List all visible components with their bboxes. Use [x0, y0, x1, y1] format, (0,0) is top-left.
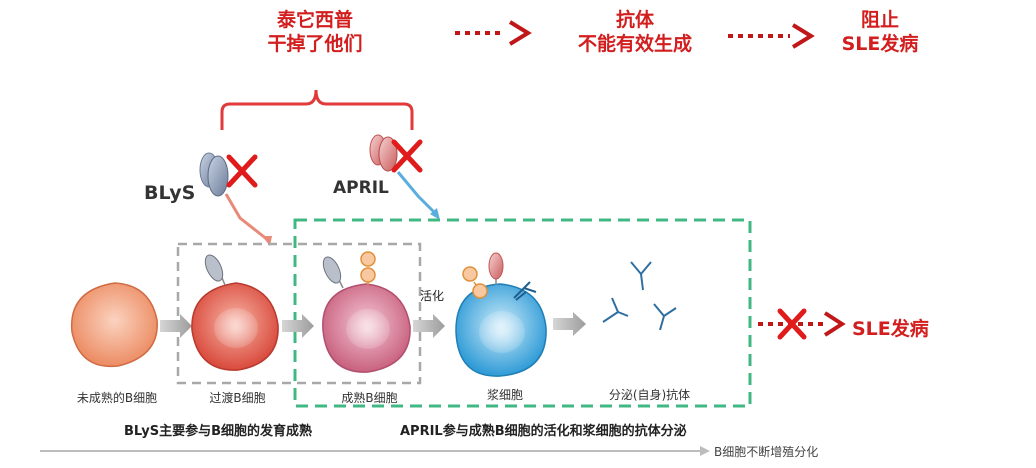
- cell-label-antibodies: 分泌(自身)抗体: [608, 388, 691, 402]
- top-title-1: 泰它西普 干掉了他们: [240, 8, 390, 56]
- top-title-2-line-2: 不能有效生成: [577, 33, 692, 55]
- top-title-2: 抗体 不能有效生成: [560, 8, 710, 56]
- april-arrow: [396, 171, 438, 216]
- cell-label-mature-b: 成熟B细胞: [341, 391, 398, 405]
- gray-flow-arrow: [282, 314, 314, 338]
- sle-label: SLE发病: [852, 318, 929, 340]
- activation-label: 活化: [420, 289, 445, 303]
- gray-dashed-box: [176, 242, 422, 385]
- blys-caption: BLyS主要参与B细胞的发育成熟: [124, 424, 313, 439]
- red-bracket: [220, 89, 414, 130]
- top-title-1-line-1: 泰它西普: [276, 9, 353, 31]
- blys-arrow: [224, 193, 269, 242]
- cell-label-immature-b: 未成熟的B细胞: [76, 391, 158, 405]
- april-caption: APRIL参与成熟B细胞的活化和浆细胞的抗体分泌: [400, 424, 687, 439]
- top-title-3-line-2: SLE发病: [841, 33, 919, 55]
- top-title-1-line-2: 干掉了他们: [267, 33, 363, 55]
- sle-x-icon: [777, 308, 807, 340]
- transitional-b-cell: [191, 254, 279, 371]
- secreted-antibodies-icon: [602, 261, 677, 331]
- mature-b-cell: [322, 251, 411, 373]
- april-label: APRIL: [333, 178, 389, 198]
- april-molecule-icon: [369, 134, 398, 172]
- top-title-3: 阻止 SLE发病: [820, 8, 940, 56]
- immature-b-cell: [70, 282, 158, 368]
- plasma-cell: [455, 252, 547, 377]
- blys-x-icon: [226, 154, 258, 188]
- blys-molecule-icon: [199, 152, 229, 197]
- antibody-icon: [513, 281, 537, 301]
- gray-flow-arrow: [160, 314, 192, 338]
- top-arrow-1: [455, 20, 532, 46]
- top-title-3-line-1: 阻止: [860, 9, 899, 31]
- gray-flow-arrow: [413, 314, 445, 338]
- gray-flow-arrow: [553, 312, 586, 336]
- bottom-progression-arrow: [40, 446, 710, 456]
- cell-label-transitional-b: 过渡B细胞: [209, 391, 266, 405]
- top-title-2-line-1: 抗体: [615, 9, 654, 31]
- april-x-icon: [391, 139, 423, 173]
- blys-label: BLyS: [144, 182, 196, 204]
- top-arrow-2: [728, 23, 815, 49]
- cell-label-plasma: 浆细胞: [486, 388, 523, 402]
- green-dashed-box: [293, 218, 752, 408]
- bottom-axis-label: B细胞不断增殖分化: [714, 445, 819, 459]
